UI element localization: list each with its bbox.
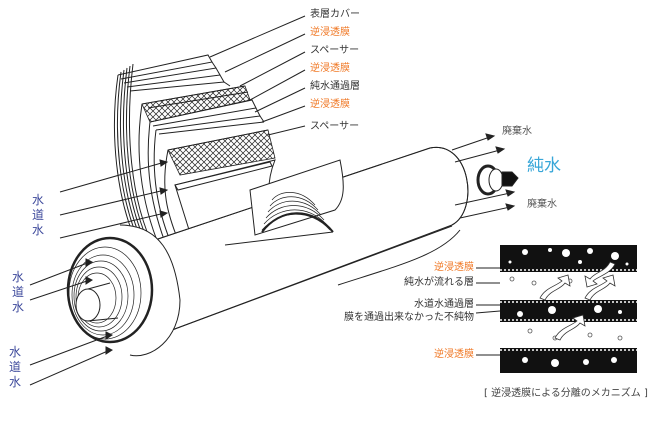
mechanism-label-tap-layer: 水道水通過層 [414, 299, 474, 310]
waste-arrows [451, 133, 516, 219]
permeation-arrows [539, 261, 616, 341]
pure-water-arrow [501, 171, 519, 187]
center-tube [75, 288, 101, 322]
mechanism-label-impurities: 膜を通過出来なかった不純物 [344, 312, 474, 323]
layer-label-spacer: スペーサー [310, 45, 360, 56]
layer-label-ro-membrane: 逆浸透膜 [310, 63, 350, 74]
cartridge-body [139, 147, 469, 331]
layer-label-permeate-layer: 純水通過層 [310, 81, 360, 92]
pure-water-label: 純水 [527, 156, 561, 176]
tap-water-label-2: 水道水 [11, 270, 24, 314]
layer-label-ro-membrane: 逆浸透膜 [310, 27, 350, 38]
layer-label-ro-membrane: 逆浸透膜 [310, 99, 350, 110]
mechanism-inset [500, 245, 637, 373]
tap-water-label-1: 水道水 [31, 193, 44, 237]
peeled-sheets [113, 54, 269, 251]
layer-label-surface-cover: 表層カバー [310, 9, 360, 20]
mechanism-leaders [337, 229, 501, 356]
mechanism-label-membrane-bottom: 逆浸透膜 [434, 349, 474, 360]
front-end-cap [66, 224, 181, 357]
inlet-arrows [29, 159, 169, 386]
tap-water-label-3: 水道水 [8, 345, 21, 389]
waste-water-label-bottom: 廃棄水 [527, 199, 557, 210]
spacer-mesh [141, 85, 276, 176]
layer-leader-lines [209, 15, 306, 136]
mechanism-label-membrane-top: 逆浸透膜 [434, 262, 474, 273]
waste-water-label-top: 廃棄水 [502, 126, 532, 137]
mechanism-caption: [ 逆浸透膜による分離のメカニズム ] [484, 388, 648, 399]
mechanism-label-pure-layer: 純水が流れる層 [404, 277, 474, 288]
outlet-port [476, 164, 519, 196]
layer-label-spacer: スペーサー [310, 121, 360, 132]
